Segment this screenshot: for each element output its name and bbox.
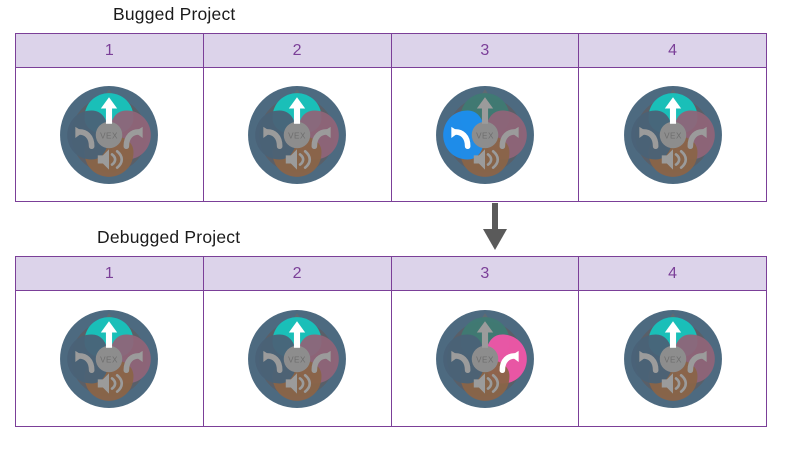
- column-header-3: 3: [390, 34, 579, 67]
- column-header-1: 1: [104, 264, 114, 282]
- svg-text:VEX: VEX: [100, 355, 118, 364]
- table-body-row: VEX VEX: [16, 68, 766, 201]
- column-header-1: 1: [104, 41, 114, 59]
- svg-text:VEX: VEX: [288, 131, 306, 140]
- vex-controller-graphic: VEX: [434, 84, 536, 186]
- svg-text:VEX: VEX: [664, 131, 682, 140]
- vex-controller-graphic: VEX: [246, 84, 348, 186]
- table-cell: VEX: [390, 68, 579, 201]
- svg-text:VEX: VEX: [288, 355, 306, 364]
- svg-text:VEX: VEX: [100, 131, 118, 140]
- table-body-row: VEX VEX: [16, 291, 766, 426]
- table-header-row: 1 2 3 4: [16, 257, 766, 291]
- down-arrow-icon: [478, 203, 512, 251]
- svg-text:VEX: VEX: [664, 355, 682, 364]
- vex-controller-graphic: VEX: [622, 84, 724, 186]
- section-title-debugged: Debugged Project: [97, 227, 241, 247]
- controller-table-bugged: 1 2 3 4 VEX: [15, 33, 767, 202]
- vex-controller-graphic: VEX: [58, 308, 160, 410]
- vex-controller-graphic: VEX: [622, 308, 724, 410]
- controller-table-debugged: 1 2 3 4 VEX: [15, 256, 767, 427]
- vex-controller-graphic: VEX: [434, 308, 536, 410]
- column-header-4: 4: [578, 257, 766, 290]
- column-header-3: 3: [390, 257, 579, 290]
- vex-controller-graphic: VEX: [246, 308, 348, 410]
- table-cell: VEX: [578, 68, 766, 201]
- section-title-bugged: Bugged Project: [113, 4, 236, 24]
- table-cell: VEX: [202, 291, 391, 426]
- table-cell: VEX: [578, 291, 766, 426]
- column-header-4: 4: [578, 34, 766, 67]
- column-header-2: 2: [202, 34, 391, 67]
- svg-text:VEX: VEX: [476, 355, 494, 364]
- svg-text:VEX: VEX: [476, 131, 494, 140]
- column-header-2: 2: [202, 257, 391, 290]
- vex-controller-graphic: VEX: [58, 84, 160, 186]
- table-header-row: 1 2 3 4: [16, 34, 766, 68]
- table-cell: VEX: [16, 68, 203, 201]
- table-cell: VEX: [390, 291, 579, 426]
- table-cell: VEX: [202, 68, 391, 201]
- table-cell: VEX: [16, 291, 203, 426]
